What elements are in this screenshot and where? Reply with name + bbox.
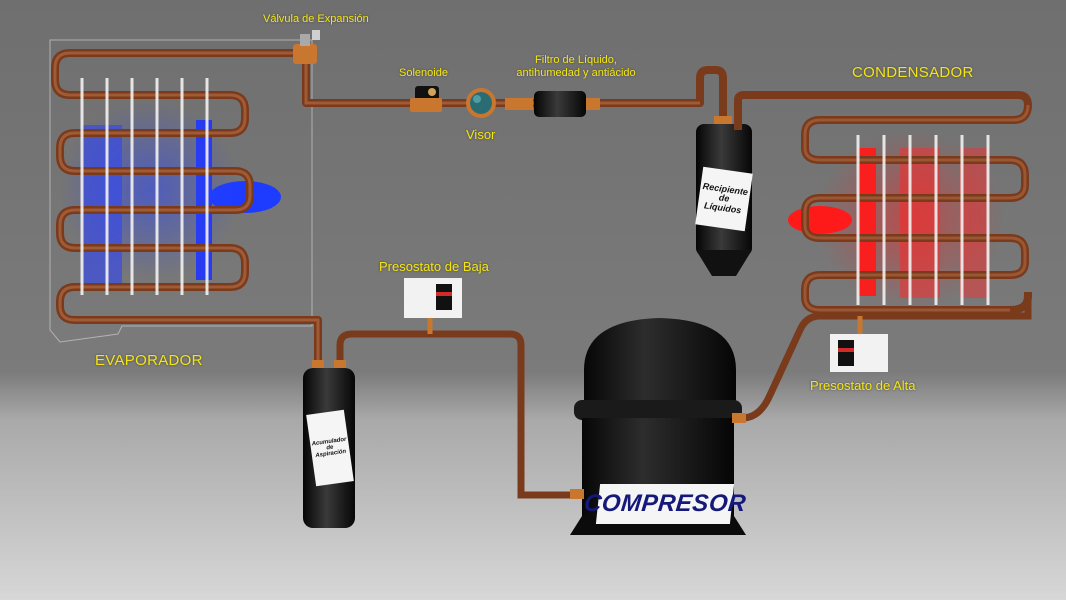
expansion-valve-label: Válvula de Expansión bbox=[263, 13, 369, 25]
evaporator bbox=[49, 39, 322, 365]
discharge-line bbox=[741, 298, 1032, 422]
high-pressure-switch-label: Presostato de Alta bbox=[810, 378, 916, 393]
condenser-label: CONDENSADOR bbox=[852, 64, 974, 81]
evaporator-label: EVAPORADOR bbox=[95, 352, 203, 369]
high-pressure-switch bbox=[830, 334, 888, 372]
sight-glass-icon bbox=[466, 88, 496, 118]
low-pressure-switch-label: Presostato de Baja bbox=[379, 259, 489, 274]
liquid-filter-icon bbox=[505, 91, 600, 117]
compressor-label: COMPRESOR bbox=[583, 484, 747, 524]
sight-glass-label: Visor bbox=[466, 127, 496, 142]
liquid-receiver-label: Recipiente de Líquidos bbox=[695, 166, 753, 232]
expansion-valve-icon bbox=[293, 30, 320, 64]
solenoid-valve-icon bbox=[410, 86, 442, 112]
solenoid-label: Solenoide bbox=[399, 67, 448, 79]
condenser bbox=[788, 104, 1032, 314]
liquid-filter-label: Filtro de Líquido, antihumedad y antiáci… bbox=[516, 54, 636, 79]
low-pressure-switch bbox=[404, 278, 462, 318]
suction-line bbox=[336, 318, 580, 499]
